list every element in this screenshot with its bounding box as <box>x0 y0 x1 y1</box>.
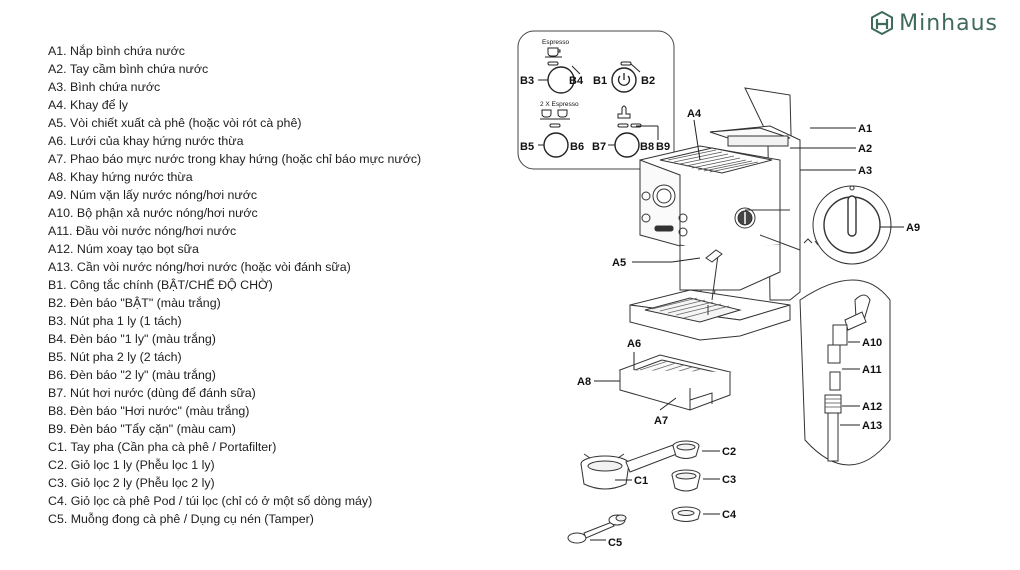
steam-wand-inset <box>705 249 891 466</box>
legend-item: C3. Giỏ lọc 2 ly (Phễu lọc 2 ly) <box>48 476 215 490</box>
callout-b9: B9 <box>656 141 670 153</box>
legend-item: A12. Núm xoay tạo bọt sữa <box>48 242 199 256</box>
legend-item: B8. Đèn báo "Hơi nước" (màu trắng) <box>48 404 250 418</box>
brand-logo: Minhaus <box>869 10 998 36</box>
callout-a8: A8 <box>577 376 591 388</box>
callout-b6: B6 <box>570 141 584 153</box>
legend-item: B1. Công tắc chính (BẬT/CHẾ ĐỘ CHỜ) <box>48 278 273 292</box>
legend-item: A13. Cần vòi nước nóng/hơi nước (hoặc vò… <box>48 260 351 274</box>
callout-b1: B1 <box>593 75 607 87</box>
callout-a2: A2 <box>858 143 872 155</box>
callout-a9: A9 <box>906 222 920 234</box>
legend-item: B5. Nút pha 2 ly (2 tách) <box>48 350 182 364</box>
b2-led <box>620 61 632 66</box>
b6-led <box>549 123 561 128</box>
power-icon <box>617 73 631 86</box>
callout-b5: B5 <box>520 141 534 153</box>
legend-item: A8. Khay hứng nước thừa <box>48 170 193 184</box>
machine-body <box>629 87 801 341</box>
callout-a11: A11 <box>862 364 882 376</box>
legend-item: B4. Đèn báo "1 ly" (màu trắng) <box>48 332 216 346</box>
legend-item: C4. Giỏ lọc cà phê Pod / túi lọc (chỉ có… <box>48 494 373 508</box>
legend-item: A2. Tay cầm bình chứa nước <box>48 62 209 76</box>
b8-led <box>617 123 629 128</box>
legend-item: A11. Đầu vòi nước nóng/hơi nước <box>48 224 237 238</box>
a9-knob-inset <box>745 185 892 265</box>
callout-a5: A5 <box>612 257 626 269</box>
callout-c2: C2 <box>722 446 736 458</box>
legend-item: C5. Muỗng đong cà phê / Dụng cụ nén (Tam… <box>48 512 314 526</box>
portafilter <box>580 442 684 490</box>
legend-item: C2. Giỏ lọc 1 ly (Phễu lọc 1 ly) <box>48 458 215 472</box>
legend-item: B7. Nút hơi nước (dùng để đánh sữa) <box>48 386 256 400</box>
callout-a13: A13 <box>862 420 882 432</box>
callout-b8: B8 <box>640 141 654 153</box>
callout-c5: C5 <box>608 537 622 549</box>
legend-item: B9. Đèn báo "Tẩy cặn" (màu cam) <box>48 422 236 436</box>
steam-hand-icon <box>617 105 631 119</box>
control-panel-inset: Espresso 2 X Espresso <box>517 30 675 183</box>
callout-c1: C1 <box>634 475 648 487</box>
legend-item: A9. Núm vặn lấy nước nóng/hơi nước <box>48 188 258 202</box>
double-espresso-label: 2 X Espresso <box>540 101 579 108</box>
callout-a3: A3 <box>858 165 872 177</box>
callouts-main: A1 A2 A3 A4 A5 A6 A7 A8 A9 A10 A11 A12 A… <box>577 108 920 432</box>
b1-button <box>611 67 637 93</box>
callout-a7: A7 <box>654 415 668 427</box>
legend-item: A4. Khay để ly <box>48 98 128 112</box>
callout-c3: C3 <box>722 474 736 486</box>
pod-filter-basket <box>671 506 701 522</box>
callout-a1: A1 <box>858 123 872 135</box>
cube-logo-icon <box>871 10 894 36</box>
callout-a10: A10 <box>862 337 882 349</box>
legend-item: C1. Tay pha (Cần pha cà phê / Portafilte… <box>48 440 277 454</box>
callout-b2: B2 <box>641 75 655 87</box>
legend-item: A7. Phao báo mực nước trong khay hứng (h… <box>48 152 422 166</box>
espresso-label: Espresso <box>542 39 569 46</box>
callout-c4: C4 <box>722 509 737 521</box>
legend-item: A3. Bình chứa nước <box>48 80 161 94</box>
single-cup-icon <box>545 47 562 58</box>
legend-item: B3. Nút pha 1 ly (1 tách) <box>48 314 182 328</box>
b4-led <box>547 61 559 66</box>
legend-item: A1. Nắp bình chứa nước <box>48 44 185 58</box>
callout-a4: A4 <box>687 108 702 120</box>
accessories: C1 C2 C3 C4 <box>567 440 737 549</box>
callout-a12: A12 <box>862 401 882 413</box>
legend-item: B2. Đèn báo "BẬT" (màu trắng) <box>48 296 221 310</box>
callout-b4: B4 <box>569 75 584 87</box>
callout-b3: B3 <box>520 75 534 87</box>
double-cup-icon <box>540 109 570 120</box>
callout-b7: B7 <box>592 141 606 153</box>
legend-item: A5. Vòi chiết xuất cà phê (hoặc vòi rót … <box>48 116 302 130</box>
legend-item: B6. Đèn báo "2 ly" (màu trắng) <box>48 368 216 382</box>
filter-basket-1-cup <box>672 440 700 459</box>
legend-item: A10. Bộ phận xả nước nóng/hơi nước <box>48 206 258 220</box>
coffee-scoop-tamper <box>567 514 627 544</box>
legend-item: A6. Lưới của khay hứng nước thừa <box>48 134 244 148</box>
brand-name: Minhaus <box>899 10 998 36</box>
drip-tray-exploded <box>618 354 732 411</box>
filter-basket-2-cup <box>671 469 701 492</box>
callout-a6: A6 <box>627 338 641 350</box>
